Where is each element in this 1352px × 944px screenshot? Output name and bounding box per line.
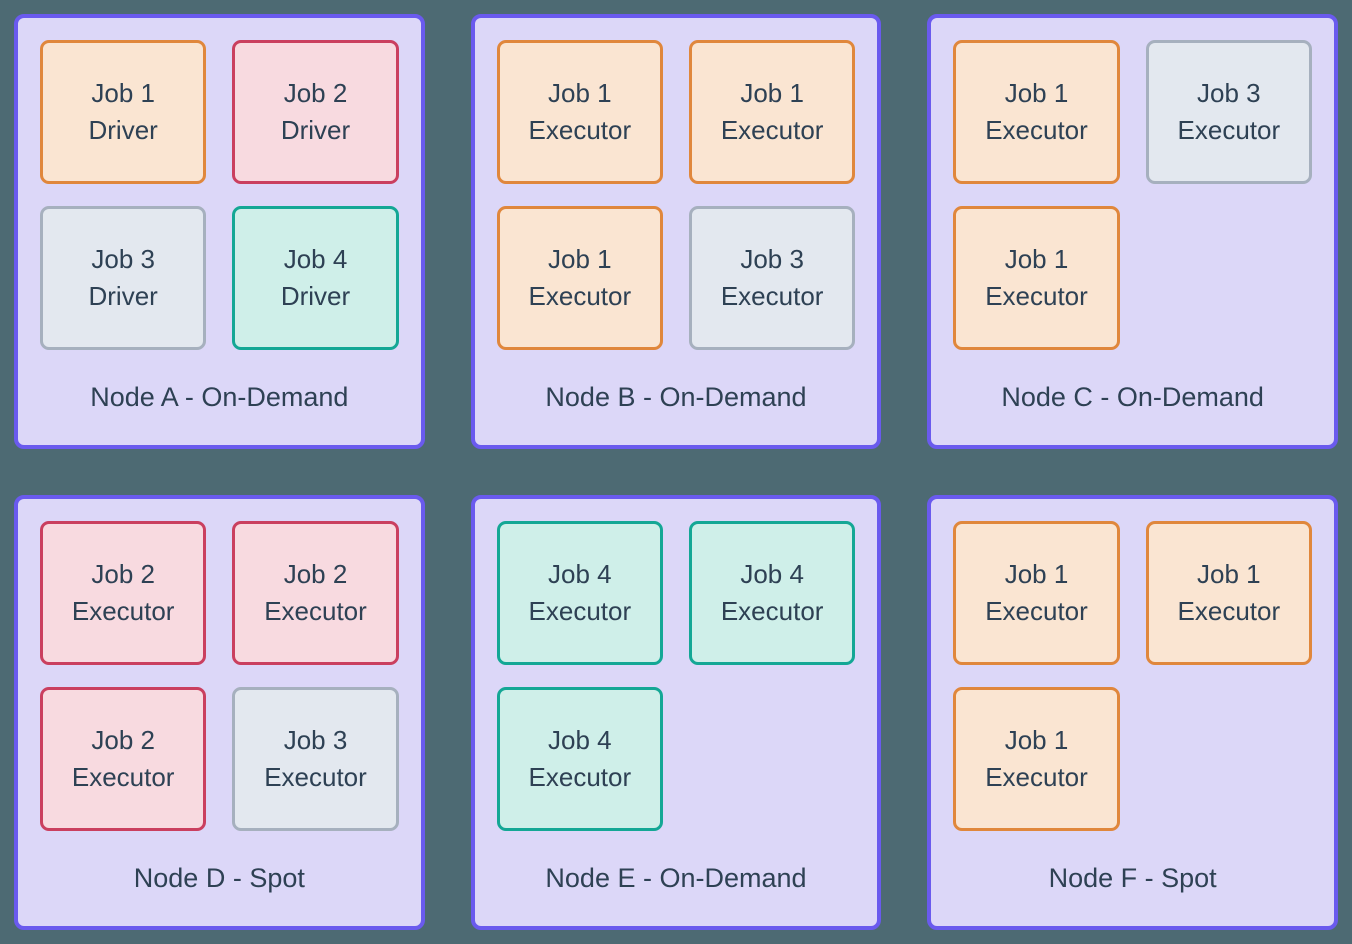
node-c-label: Node C - On-Demand bbox=[1001, 382, 1264, 412]
job-box-job1-driver: Job 1 Driver bbox=[40, 40, 207, 184]
node-b-label: Node B - On-Demand bbox=[545, 382, 807, 412]
job-role: Executor bbox=[720, 115, 824, 145]
node-f-jobs: Job 1 Executor Job 1 Executor Job 1 Exec… bbox=[953, 521, 1312, 831]
job-role: Driver bbox=[280, 281, 351, 311]
job-role: Executor bbox=[985, 596, 1088, 626]
job-role: Executor bbox=[720, 596, 824, 626]
job-title: Job 1 bbox=[1004, 78, 1069, 108]
job-box-job2-executor: Job 2 Executor bbox=[232, 521, 399, 665]
job-title: Job 1 bbox=[548, 78, 612, 108]
job-box-job1-executor: Job 1 Executor bbox=[496, 40, 663, 184]
node-d: Job 2 Executor Job 2 Executor Job 2 Exec… bbox=[14, 495, 425, 930]
node-b: Job 1 Executor Job 1 Executor Job 1 Exec… bbox=[470, 14, 882, 449]
job-box-job4-driver: Job 4 Driver bbox=[232, 206, 399, 350]
job-box-job2-driver: Job 2 Driver bbox=[232, 40, 399, 184]
job-box-job4-executor: Job 4 Executor bbox=[496, 687, 663, 831]
job-title: Job 4 bbox=[548, 725, 612, 755]
job-title: Job 2 bbox=[283, 78, 348, 108]
job-title: Job 1 bbox=[548, 244, 612, 274]
node-a-jobs: Job 1 Driver Job 2 Driver Job 3 Driver J… bbox=[40, 40, 399, 350]
job-role: Executor bbox=[528, 596, 632, 626]
job-box-job2-executor: Job 2 Executor bbox=[40, 687, 207, 831]
job-title: Job 3 bbox=[283, 725, 348, 755]
job-title: Job 1 bbox=[1004, 725, 1069, 755]
job-role: Executor bbox=[264, 596, 367, 626]
job-box-job4-executor: Job 4 Executor bbox=[688, 521, 856, 665]
job-role: Executor bbox=[264, 762, 367, 792]
job-role: Executor bbox=[528, 281, 632, 311]
job-title: Job 1 bbox=[1197, 559, 1261, 589]
job-title: Job 2 bbox=[91, 725, 155, 755]
node-c: Job 1 Executor Job 3 Executor Job 1 Exec… bbox=[927, 14, 1338, 449]
node-e: Job 4 Executor Job 4 Executor Job 4 Exec… bbox=[470, 495, 882, 930]
job-role: Executor bbox=[71, 596, 175, 626]
job-title: Job 3 bbox=[1197, 78, 1261, 108]
job-title: Job 4 bbox=[740, 559, 804, 589]
node-f-label: Node F - Spot bbox=[1048, 863, 1217, 893]
node-d-jobs: Job 2 Executor Job 2 Executor Job 2 Exec… bbox=[40, 521, 399, 831]
job-title: Job 1 bbox=[1004, 244, 1069, 274]
node-d-label: Node D - Spot bbox=[133, 863, 305, 893]
job-box-job1-executor: Job 1 Executor bbox=[496, 206, 663, 350]
job-role: Driver bbox=[280, 115, 351, 145]
job-role: Executor bbox=[1177, 596, 1281, 626]
job-box-job1-executor: Job 1 Executor bbox=[953, 687, 1120, 831]
job-box-job1-executor: Job 1 Executor bbox=[953, 521, 1120, 665]
job-role: Executor bbox=[720, 281, 824, 311]
job-title: Job 2 bbox=[91, 559, 155, 589]
job-title: Job 1 bbox=[91, 78, 155, 108]
node-f: Job 1 Executor Job 1 Executor Job 1 Exec… bbox=[927, 495, 1338, 930]
job-title: Job 2 bbox=[283, 559, 348, 589]
job-title: Job 1 bbox=[740, 78, 804, 108]
job-box-job3-driver: Job 3 Driver bbox=[40, 206, 207, 350]
job-box-job3-executor: Job 3 Executor bbox=[688, 206, 856, 350]
job-title: Job 3 bbox=[740, 244, 804, 274]
node-b-jobs: Job 1 Executor Job 1 Executor Job 1 Exec… bbox=[496, 40, 856, 350]
job-role: Executor bbox=[985, 762, 1088, 792]
job-role: Executor bbox=[985, 115, 1088, 145]
job-title: Job 4 bbox=[548, 559, 612, 589]
job-role: Executor bbox=[1177, 115, 1281, 145]
node-e-jobs: Job 4 Executor Job 4 Executor Job 4 Exec… bbox=[496, 521, 856, 831]
job-box-job1-executor: Job 1 Executor bbox=[1145, 521, 1312, 665]
job-role: Executor bbox=[528, 762, 632, 792]
node-a-label: Node A - On-Demand bbox=[90, 382, 349, 412]
node-e-label: Node E - On-Demand bbox=[545, 863, 807, 893]
job-box-job3-executor: Job 3 Executor bbox=[1145, 40, 1312, 184]
job-box-job3-executor: Job 3 Executor bbox=[232, 687, 399, 831]
job-title: Job 4 bbox=[283, 244, 348, 274]
job-box-job1-executor: Job 1 Executor bbox=[688, 40, 856, 184]
job-box-job4-executor: Job 4 Executor bbox=[496, 521, 663, 665]
job-title: Job 3 bbox=[91, 244, 155, 274]
job-role: Executor bbox=[985, 281, 1088, 311]
job-box-job1-executor: Job 1 Executor bbox=[953, 206, 1120, 350]
job-title: Job 1 bbox=[1004, 559, 1069, 589]
job-box-job2-executor: Job 2 Executor bbox=[40, 521, 207, 665]
job-role: Driver bbox=[88, 115, 158, 145]
job-role: Executor bbox=[71, 762, 175, 792]
job-box-job1-executor: Job 1 Executor bbox=[953, 40, 1120, 184]
job-role: Executor bbox=[528, 115, 632, 145]
node-a: Job 1 Driver Job 2 Driver Job 3 Driver J… bbox=[14, 14, 425, 449]
job-role: Driver bbox=[88, 281, 158, 311]
node-c-jobs: Job 1 Executor Job 3 Executor Job 1 Exec… bbox=[953, 40, 1312, 350]
